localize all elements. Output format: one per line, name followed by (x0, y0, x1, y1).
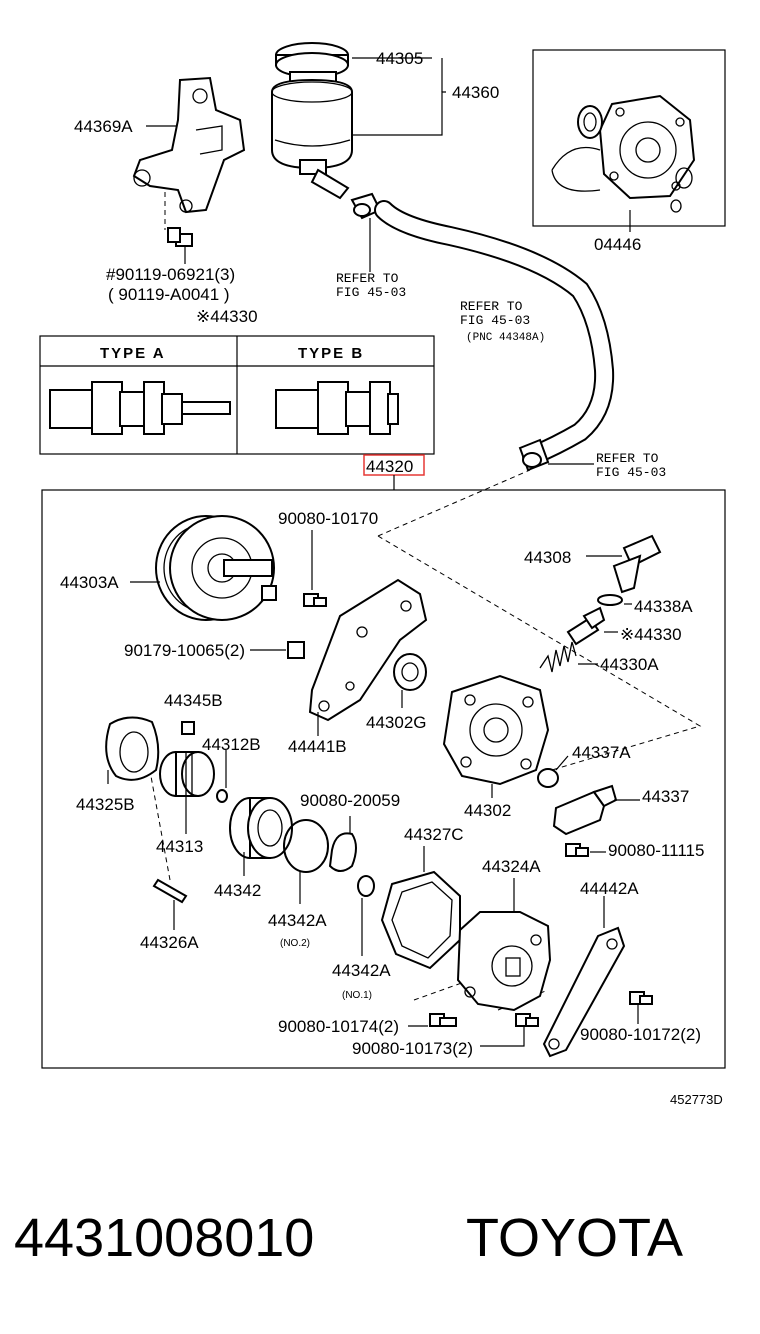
bolt-90080-11115 (565, 843, 589, 857)
label-90080-10174: 90080-10174(2) (278, 1017, 399, 1036)
type-b-header: TYPE B (298, 345, 364, 362)
label-90080-20059: 90080-20059 (300, 791, 400, 810)
diagram-id: 452773D (670, 1092, 723, 1107)
label-44442a: 44442A (580, 879, 639, 898)
adjusting-bar-44442a (542, 926, 626, 1058)
o-ring-44337a (537, 768, 559, 788)
label-44330: ※44330 (620, 625, 682, 644)
label-44324a: 44324A (482, 857, 541, 876)
pump-housing-44324a (456, 911, 552, 1012)
label-44302g: 44302G (366, 713, 427, 732)
hose-clamp-lower (518, 438, 550, 472)
label-90080-10173: 90080-10173(2) (352, 1039, 473, 1058)
label-04446: 04446 (594, 235, 641, 254)
label-pnc-44348a: (PNC 44348A) (466, 332, 545, 344)
pulley-44303a (155, 515, 277, 621)
label-90179-10065: 90179-10065(2) (124, 641, 245, 660)
label-90080-10170: 90080-10170 (278, 509, 378, 528)
label-44330a: 44330A (600, 655, 659, 674)
label-refer-to-2: REFER TO (460, 299, 523, 314)
flow-valve-44330 (566, 606, 606, 646)
bolt-90080-10173 (515, 1013, 539, 1027)
bolt-90080-10170 (303, 593, 327, 607)
pin-44326a (152, 878, 188, 904)
label-bolt-90119-a0041: ( 90119-A0041 ) (108, 285, 230, 304)
side-plate-44342 (229, 797, 293, 859)
gasket-kit-04446 (551, 94, 696, 213)
fitting-44308 (612, 534, 662, 594)
valve-type-a (49, 381, 231, 435)
label-44342a-no2: 44342A (268, 911, 327, 930)
type-a-header: TYPE A (100, 345, 166, 362)
label-44337: 44337 (642, 787, 689, 806)
o-ring-44342a-no2 (283, 819, 329, 873)
bolt-90080-10174 (429, 1013, 457, 1027)
pump-assembly-box (41, 489, 726, 1069)
rotor-44313 (159, 751, 215, 797)
bolt-90080-10172 (629, 991, 653, 1005)
label-44441b: 44441B (288, 737, 347, 756)
ring-44312b (216, 789, 228, 803)
valve-type-b (275, 381, 399, 435)
key-44345b (181, 721, 195, 735)
label-44345b: 44345B (164, 691, 223, 710)
label-44302: 44302 (464, 801, 511, 820)
label-no1: (NO.1) (342, 990, 372, 1001)
pump-body-44302 (442, 674, 550, 786)
label-44342: 44342 (214, 881, 261, 900)
label-44313: 44313 (156, 837, 203, 856)
label-44338a: 44338A (634, 597, 693, 616)
label-refer-to-1: REFER TO (336, 271, 399, 286)
footer-part-number: 4431008010 (14, 1208, 314, 1268)
label-44342a-no1: 44342A (332, 961, 391, 980)
label-refer-to-3: REFER TO (596, 451, 659, 466)
label-44312b: 44312B (202, 735, 261, 754)
bolt-90119 (167, 227, 193, 247)
label-44369a: 44369A (74, 117, 133, 136)
gasket-kit-inset-box (532, 49, 726, 227)
gasket-44327c (380, 870, 461, 970)
label-44326a: 44326A (140, 933, 199, 952)
snap-ring-90080-20059 (328, 832, 357, 872)
label-fig-45-03-2: FIG 45-03 (460, 313, 530, 328)
label-type-ref-44330: ※44330 (196, 307, 258, 326)
label-fig-45-03-3: FIG 45-03 (596, 465, 666, 480)
spring-44330a (539, 641, 577, 673)
label-44308: 44308 (524, 548, 571, 567)
reservoir-tank (271, 42, 353, 200)
cam-ring-44325b (105, 716, 160, 781)
label-44303a: 44303A (60, 573, 119, 592)
label-44360: 44360 (452, 83, 499, 102)
nut-90179-10065 (287, 641, 305, 659)
label-44305: 44305 (376, 49, 423, 68)
bearing-44302g (393, 653, 427, 691)
label-no2: (NO.2) (280, 938, 310, 949)
label-44320: 44320 (366, 457, 413, 476)
label-44327c: 44327C (404, 825, 464, 844)
footer-brand: TOYOTA (466, 1208, 683, 1268)
label-44325b: 44325B (76, 795, 135, 814)
bracket-44441b (308, 578, 428, 722)
bracket-44369a (132, 76, 246, 214)
label-44337a: 44337A (572, 743, 631, 762)
o-ring-44338a (597, 594, 623, 606)
o-ring-44342a-no1 (357, 875, 375, 897)
label-bolt-90119-06921: #90119-06921(3) (106, 265, 235, 284)
label-90080-10172: 90080-10172(2) (580, 1025, 701, 1044)
union-44337 (552, 784, 618, 836)
label-fig-45-03-1: FIG 45-03 (336, 285, 406, 300)
label-90080-11115: 90080-11115 (608, 841, 704, 860)
